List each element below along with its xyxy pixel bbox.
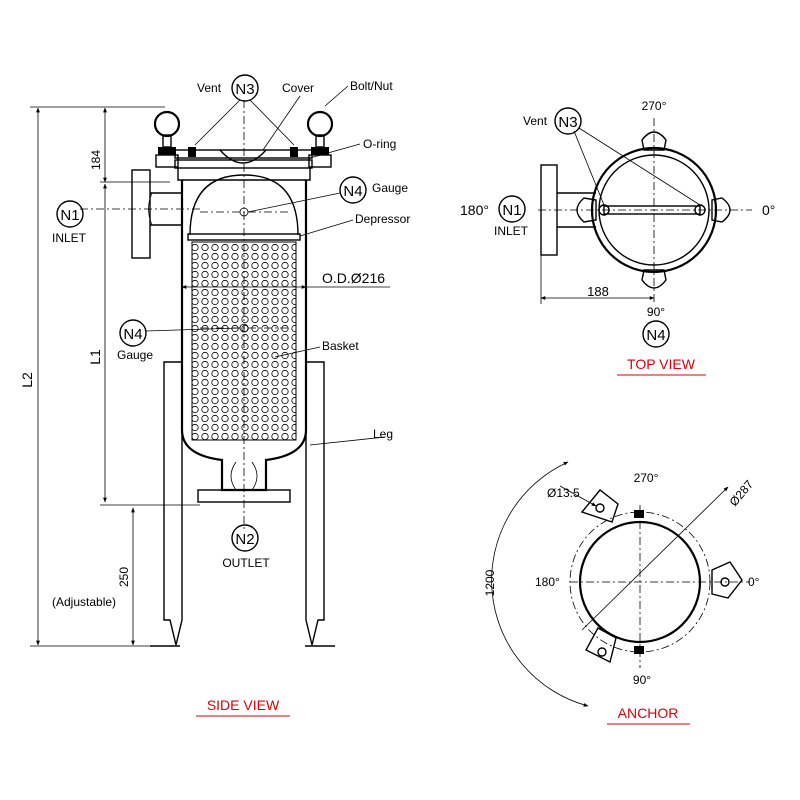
- basket-label: Basket: [322, 339, 359, 353]
- top-view-title: TOP VIEW: [627, 356, 696, 372]
- gauge-top-label: Gauge: [372, 181, 408, 195]
- side-n3-marker: N3: [235, 81, 254, 98]
- side-n4-mid-marker: N4: [123, 326, 142, 343]
- top-vent-label: Vent: [523, 114, 548, 128]
- dim-l2: L2: [19, 372, 35, 388]
- dim-184: 184: [89, 150, 103, 170]
- top-n3-marker: N3: [558, 114, 577, 131]
- anchor-angle-90: 90°: [633, 673, 651, 687]
- side-inlet-label: INLET: [52, 231, 87, 245]
- side-view-title: SIDE VIEW: [207, 697, 280, 713]
- side-vent-label: Vent: [197, 81, 222, 95]
- leg-label: Leg: [373, 427, 393, 441]
- top-n4-marker: N4: [646, 327, 665, 344]
- side-n4-top-marker: N4: [343, 183, 362, 200]
- anchor-pcd-dia: Ø287: [727, 477, 757, 509]
- anchor-angle-270: 270°: [634, 471, 659, 485]
- bolt-nut-label: Bolt/Nut: [350, 79, 393, 93]
- cover-label: Cover: [282, 81, 314, 95]
- top-angle-180: 180°: [460, 202, 489, 218]
- dim-l1: L1: [87, 349, 103, 365]
- anchor-angle-0: 0°: [748, 575, 760, 589]
- top-view: N3 Vent 270° 180° N1 INLET 0° 188 90° N4…: [460, 99, 775, 376]
- dim-1200: 1200: [483, 569, 497, 596]
- top-inlet-label: INLET: [494, 224, 529, 238]
- anchor-angle-180: 180°: [535, 575, 560, 589]
- anchor-title: ANCHOR: [618, 705, 679, 721]
- top-angle-0: 0°: [762, 202, 775, 218]
- top-n1-marker: N1: [502, 202, 521, 219]
- dim-188: 188: [587, 284, 609, 299]
- side-n1-marker: N1: [60, 207, 79, 224]
- side-n2-marker: N2: [235, 531, 254, 548]
- od-label: O.D.Ø216: [322, 270, 385, 286]
- o-ring-label: O-ring: [363, 137, 396, 151]
- anchor-hole-dia: Ø13.5: [547, 486, 580, 500]
- anchor-view: Ø13.5 Ø287 270° 180° 0° 90° 1200 ANCHOR: [483, 461, 760, 725]
- adjustable-label: (Adjustable): [52, 595, 116, 609]
- dim-250: 250: [117, 567, 131, 587]
- top-angle-90: 90°: [647, 305, 665, 319]
- top-angle-270: 270°: [642, 99, 667, 113]
- outlet-label: OUTLET: [222, 556, 270, 570]
- side-view: L2 184 L1 250 (Adjustable): [19, 74, 410, 717]
- gauge-mid-label: Gauge: [117, 348, 153, 362]
- depressor-label: Depressor: [355, 212, 410, 226]
